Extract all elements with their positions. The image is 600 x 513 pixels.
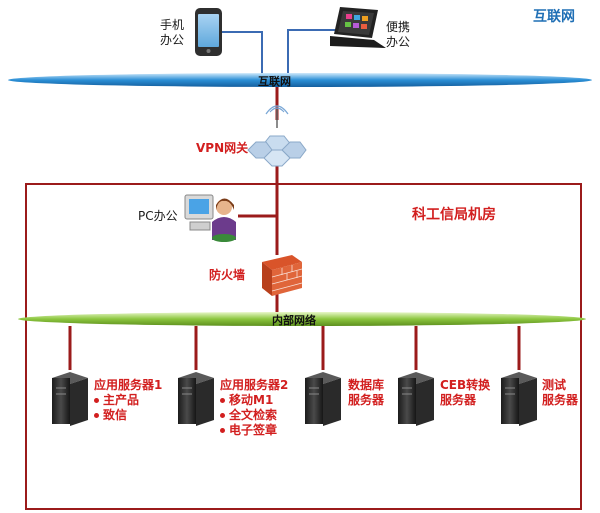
- server-tower-icon-5: [501, 372, 537, 426]
- vpn-gateway-icon: [247, 105, 307, 167]
- server-1-title: 应用服务器1: [94, 378, 163, 392]
- bullet-icon: [94, 398, 99, 403]
- laptop-icon: [330, 7, 386, 48]
- lan-label: 内部网络: [272, 314, 316, 327]
- laptop-label-line-1: 便携: [386, 20, 411, 34]
- server-1-item-2: 致信: [94, 408, 162, 423]
- corner-label: 互联网: [533, 9, 575, 25]
- mobile-link: [222, 31, 263, 78]
- pc-office-icon: [184, 194, 236, 242]
- bullet-icon: [94, 413, 99, 418]
- server-3-label: 数据库 服务器: [348, 378, 384, 408]
- server-tower-icon-1: [52, 372, 88, 426]
- server-2-item-3: 电子签章: [220, 423, 288, 438]
- server-1-item-1-text: 主产品: [103, 393, 140, 407]
- mobile-label-line-1: 手机: [160, 18, 185, 32]
- pc-label: PC办公: [138, 209, 178, 223]
- internet-bar: [8, 73, 592, 87]
- laptop-label: 便携 办公: [386, 20, 410, 50]
- server-1-item-2-text: 致信: [103, 408, 128, 422]
- server-4-title-line-2: 服务器: [440, 393, 477, 407]
- vpn-label: VPN网关: [196, 141, 249, 155]
- server-2-item-1-text: 移动M1: [229, 393, 274, 407]
- server-1-item-1: 主产品: [94, 393, 162, 408]
- server-2-item-2: 全文检索: [220, 408, 288, 423]
- firewall-icon: [262, 255, 303, 296]
- server-2-item-2-text: 全文检索: [229, 408, 278, 422]
- server-room-frame: [25, 183, 582, 510]
- server-5-title-line-1: 测试: [542, 378, 567, 392]
- server-5-title-line-2: 服务器: [542, 393, 579, 407]
- server-3-title-line-2: 服务器: [348, 393, 385, 407]
- server-2-item-1: 移动M1: [220, 393, 288, 408]
- mobile-label-line-2: 办公: [160, 33, 185, 47]
- mobile-phone-icon: [195, 8, 222, 56]
- mobile-label: 手机 办公: [160, 18, 184, 48]
- laptop-link: [287, 29, 337, 78]
- room-label: 科工信局机房: [412, 207, 496, 223]
- server-2-title: 应用服务器2: [220, 378, 289, 392]
- bullet-icon: [220, 413, 225, 418]
- server-tower-icon-3: [305, 372, 341, 426]
- server-1-label: 应用服务器1 主产品 致信: [94, 378, 162, 423]
- server-2-item-3-text: 电子签章: [229, 423, 278, 437]
- server-4-title-line-1: CEB转换: [440, 378, 491, 392]
- server-4-label: CEB转换 服务器: [440, 378, 490, 408]
- server-5-label: 测试 服务器: [542, 378, 578, 408]
- firewall-label: 防火墙: [209, 268, 246, 282]
- internet-bar-label: 互联网: [258, 75, 291, 88]
- bullet-icon: [220, 428, 225, 433]
- server-tower-icon-2: [178, 372, 214, 426]
- server-2-label: 应用服务器2 移动M1 全文检索 电子签章: [220, 378, 288, 438]
- server-tower-icon-4: [398, 372, 434, 426]
- bullet-icon: [220, 398, 225, 403]
- laptop-label-line-2: 办公: [386, 35, 411, 49]
- server-3-title-line-1: 数据库: [348, 378, 385, 392]
- lan-bar: [18, 312, 586, 326]
